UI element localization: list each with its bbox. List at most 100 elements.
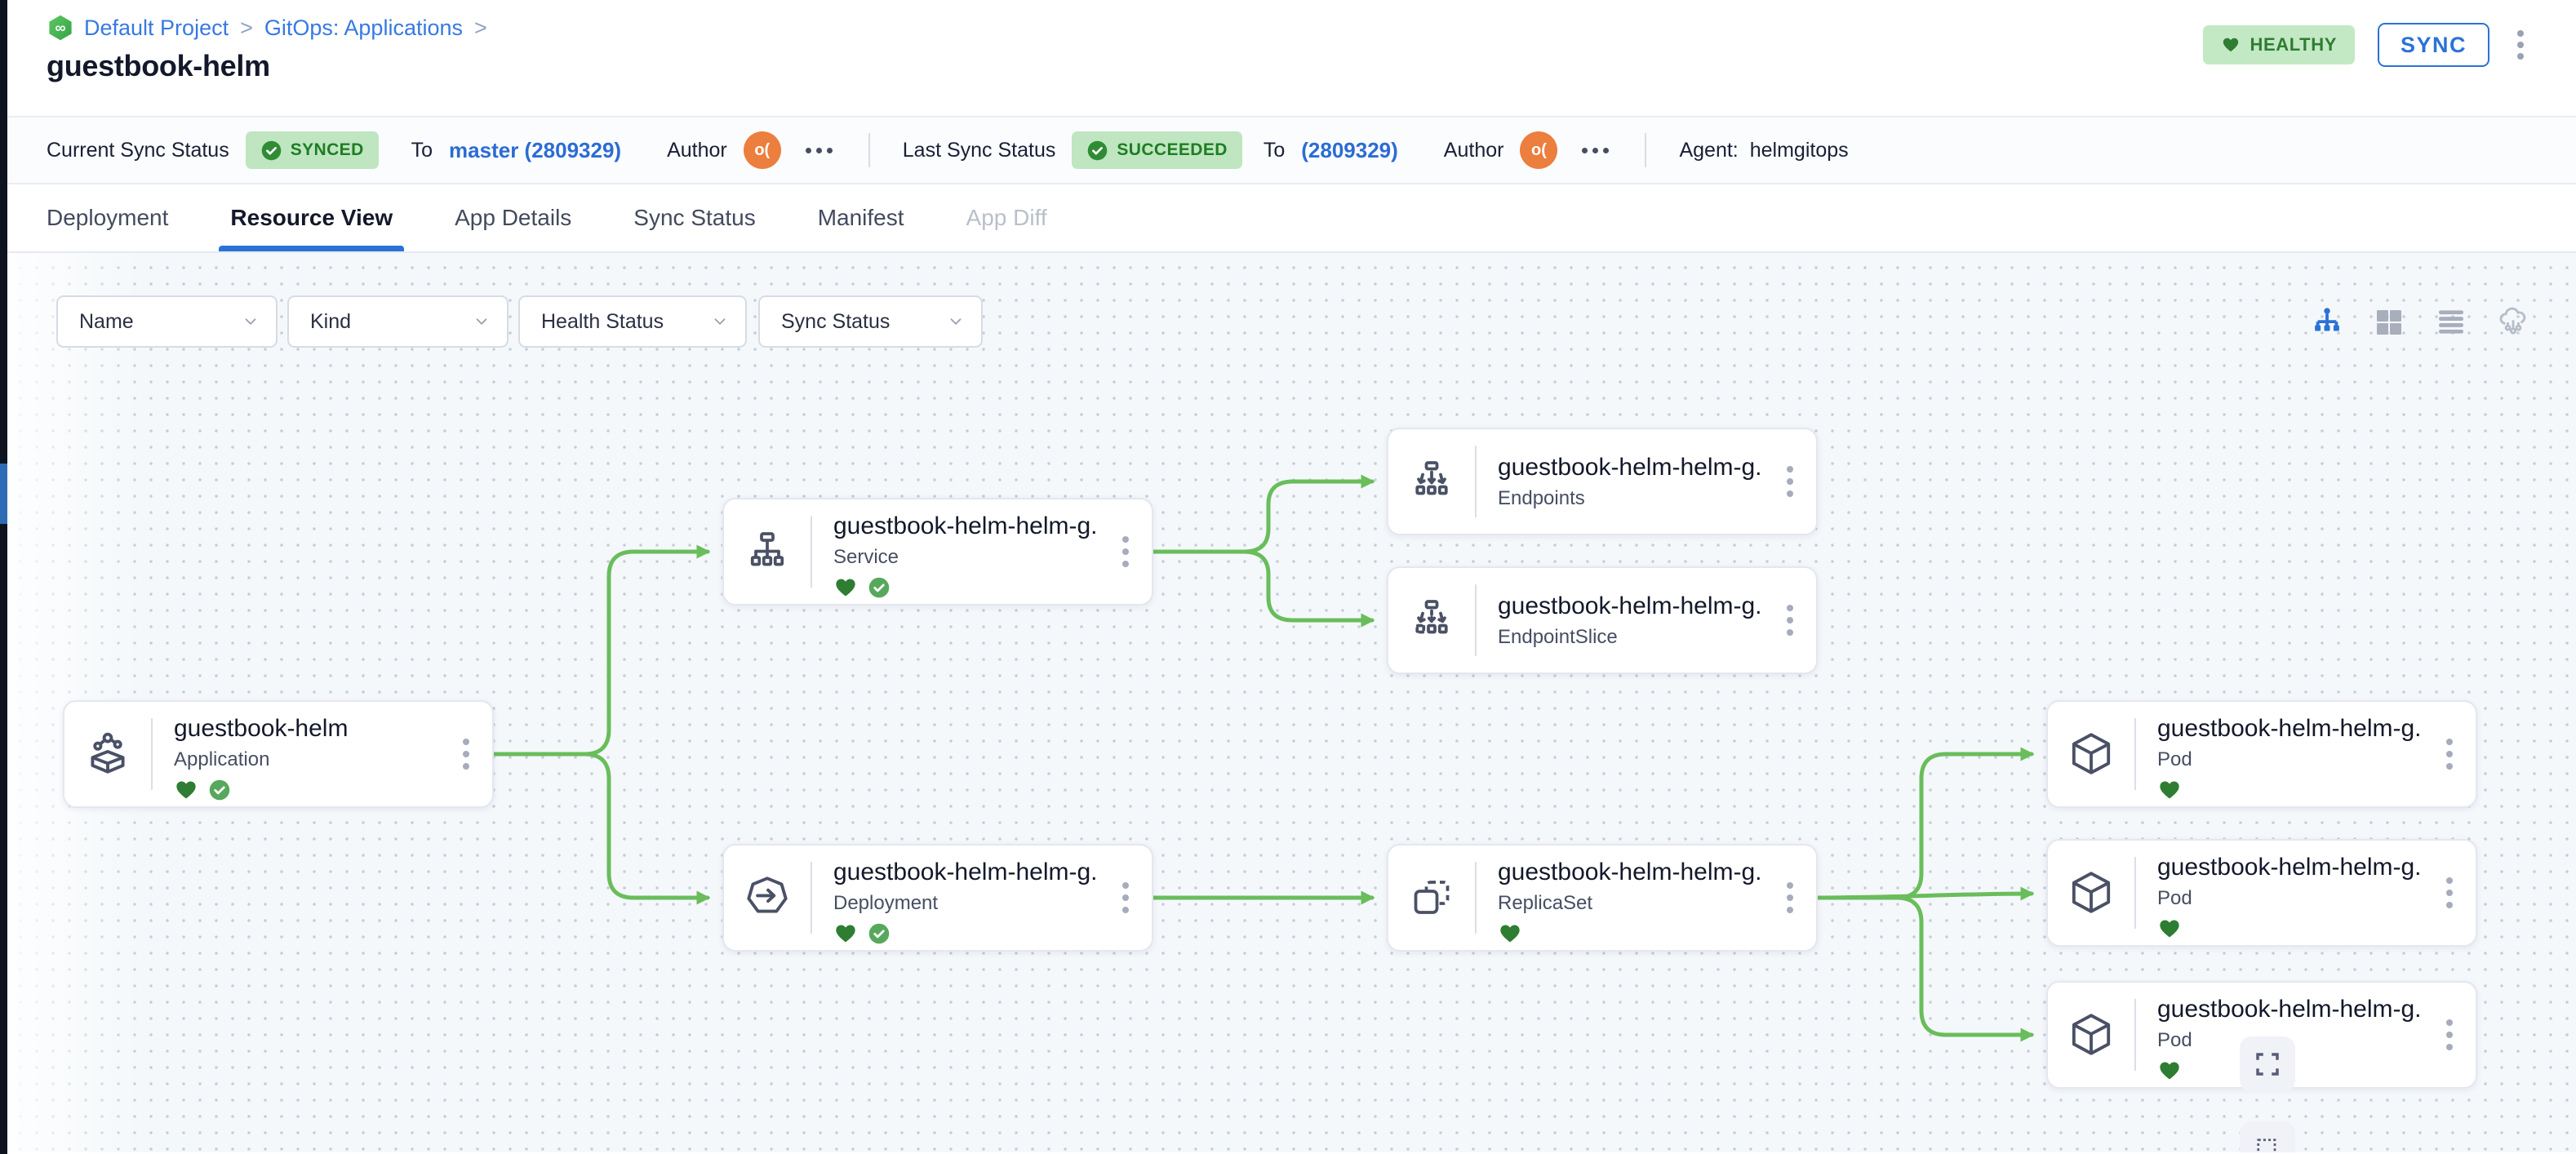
health-status-badge: HEALTHY bbox=[2202, 25, 2355, 64]
deployment-icon bbox=[724, 846, 811, 950]
resource-name: guestbook-helm-helm-g... bbox=[833, 513, 1099, 539]
divider bbox=[811, 516, 812, 588]
node-kebab-menu[interactable] bbox=[1764, 846, 1816, 950]
check-circle-icon bbox=[261, 140, 282, 160]
check-circle-icon bbox=[1088, 140, 1108, 160]
filter-label: Sync Status bbox=[781, 309, 890, 333]
filter-label: Name bbox=[79, 309, 134, 333]
resource-node-endpointslice[interactable]: guestbook-helm-helm-g... EndpointSlice bbox=[1387, 566, 1818, 674]
node-kebab-menu[interactable] bbox=[1764, 568, 1816, 672]
svg-text:∞: ∞ bbox=[55, 19, 65, 36]
resource-node-service[interactable]: guestbook-helm-helm-g... Service bbox=[722, 498, 1153, 606]
divider bbox=[2134, 857, 2136, 929]
last-sync-status-label: Last Sync Status bbox=[902, 138, 1056, 162]
application-icon bbox=[64, 702, 151, 806]
synced-badge: SYNCED bbox=[245, 131, 379, 169]
cloud-map-view-icon[interactable] bbox=[2496, 305, 2530, 340]
chevron-down-icon bbox=[476, 318, 487, 326]
healthy-heart-icon bbox=[2160, 920, 2179, 938]
resource-kind: Pod bbox=[2157, 1029, 2192, 1051]
agent-value: helmgitops bbox=[1749, 138, 1849, 162]
author-avatar[interactable]: o( bbox=[743, 131, 781, 169]
header-actions: HEALTHY SYNC bbox=[2202, 23, 2529, 67]
breadcrumb-project-link[interactable]: Default Project bbox=[84, 15, 229, 40]
divider bbox=[2134, 718, 2136, 790]
healthy-heart-icon bbox=[2160, 781, 2179, 799]
node-kebab-menu[interactable] bbox=[2423, 702, 2476, 806]
node-kebab-menu[interactable] bbox=[1764, 429, 1816, 534]
resource-node-pod[interactable]: guestbook-helm-helm-g... Pod bbox=[2046, 700, 2477, 808]
list-view-icon[interactable] bbox=[2434, 305, 2468, 340]
collapsed-sidebar[interactable] bbox=[0, 0, 7, 1154]
filter-name-dropdown[interactable]: Name bbox=[56, 295, 278, 348]
divider bbox=[811, 862, 812, 934]
tab-deployment[interactable]: Deployment bbox=[47, 205, 169, 230]
last-revision-link[interactable]: (2809329) bbox=[1301, 137, 1398, 162]
current-sync-status-label: Current Sync Status bbox=[47, 138, 229, 162]
resource-graph-canvas[interactable]: Name Kind Health Status Sync Status bbox=[7, 253, 2576, 1152]
marquee-select-button[interactable] bbox=[2240, 1121, 2295, 1152]
tab-resource-view[interactable]: Resource View bbox=[219, 184, 404, 251]
resource-node-replicaset[interactable]: guestbook-helm-helm-g... ReplicaSet bbox=[1387, 844, 1818, 952]
synced-check-icon bbox=[209, 779, 230, 801]
pod-icon bbox=[2048, 841, 2134, 945]
filter-sync-status-dropdown[interactable]: Sync Status bbox=[758, 295, 983, 348]
divider bbox=[868, 133, 870, 167]
breadcrumb: ∞ Default Project > GitOps: Applications… bbox=[47, 11, 489, 44]
tree-view-icon[interactable] bbox=[2310, 305, 2344, 340]
tab-sync-status[interactable]: Sync Status bbox=[633, 205, 756, 230]
author-avatar[interactable]: o( bbox=[1520, 131, 1558, 169]
resource-name: guestbook-helm-helm-g... bbox=[1498, 859, 1764, 885]
health-status-label: HEALTHY bbox=[2250, 34, 2337, 55]
divider bbox=[1645, 133, 1647, 167]
resource-kind: ReplicaSet bbox=[1498, 892, 1593, 914]
node-kebab-menu[interactable] bbox=[2423, 841, 2476, 945]
node-kebab-menu[interactable] bbox=[2423, 983, 2476, 1087]
filter-health-status-dropdown[interactable]: Health Status bbox=[518, 295, 747, 348]
resource-node-deployment[interactable]: guestbook-helm-helm-g... Deployment bbox=[722, 844, 1153, 952]
commit-message-ellipsis[interactable] bbox=[802, 141, 836, 160]
resource-name: guestbook-helm-helm-g... bbox=[2157, 996, 2423, 1023]
header-kebab-menu[interactable] bbox=[2512, 25, 2529, 64]
author-label: Author bbox=[1443, 138, 1504, 162]
grid-view-icon[interactable] bbox=[2372, 305, 2406, 340]
filter-kind-dropdown[interactable]: Kind bbox=[287, 295, 509, 348]
fullscreen-button[interactable] bbox=[2240, 1036, 2295, 1092]
sidebar-active-indicator bbox=[0, 464, 7, 524]
tab-bar: Deployment Resource View App Details Syn… bbox=[7, 184, 2576, 253]
marquee-select-icon bbox=[2257, 1138, 2276, 1152]
tab-manifest[interactable]: Manifest bbox=[817, 205, 904, 230]
resource-name: guestbook-helm-helm-g... bbox=[1498, 592, 1764, 619]
current-revision-link[interactable]: master (2809329) bbox=[449, 137, 622, 162]
header-left: ∞ Default Project > GitOps: Applications… bbox=[47, 11, 489, 83]
divider bbox=[2134, 999, 2136, 1071]
endpointslice-icon bbox=[1388, 568, 1475, 672]
pod-icon bbox=[2048, 702, 2134, 806]
sync-button[interactable]: SYNC bbox=[2377, 23, 2489, 67]
healthy-heart-icon bbox=[176, 781, 196, 799]
tab-app-diff: App Diff bbox=[966, 205, 1047, 230]
commit-message-ellipsis[interactable] bbox=[1579, 141, 1612, 160]
resource-name: guestbook-helm-helm-g... bbox=[2157, 715, 2423, 742]
healthy-heart-icon bbox=[2160, 1062, 2179, 1080]
node-kebab-menu[interactable] bbox=[1099, 846, 1152, 950]
tab-app-details[interactable]: App Details bbox=[455, 205, 572, 230]
service-icon bbox=[724, 499, 811, 604]
healthy-heart-icon bbox=[836, 925, 855, 943]
breadcrumb-section-link[interactable]: GitOps: Applications bbox=[264, 15, 463, 40]
resource-name: guestbook-helm-helm-g... bbox=[833, 859, 1099, 885]
view-mode-toolbar bbox=[2310, 305, 2530, 340]
synced-badge-label: SYNCED bbox=[290, 140, 364, 159]
resource-kind: Pod bbox=[2157, 748, 2192, 770]
succeeded-badge: SUCCEEDED bbox=[1072, 131, 1242, 169]
heart-icon bbox=[2223, 38, 2238, 52]
node-kebab-menu[interactable] bbox=[1099, 499, 1152, 604]
resource-node-application[interactable]: guestbook-helm Application bbox=[63, 700, 494, 808]
resource-node-pod[interactable]: guestbook-helm-helm-g... Pod bbox=[2046, 839, 2477, 947]
divider bbox=[151, 718, 153, 790]
chevron-down-icon bbox=[950, 318, 962, 326]
node-kebab-menu[interactable] bbox=[440, 702, 492, 806]
synced-check-icon bbox=[868, 577, 890, 598]
resource-node-endpoints[interactable]: guestbook-helm-helm-g... Endpoints bbox=[1387, 428, 1818, 535]
breadcrumb-separator: > bbox=[474, 15, 487, 40]
